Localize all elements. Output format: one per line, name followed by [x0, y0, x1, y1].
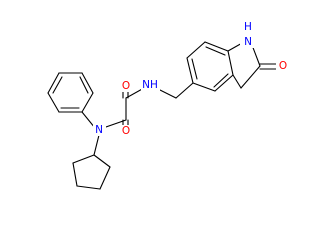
- atom-n-anilide: N: [93, 124, 106, 136]
- nitrogen-label: N: [244, 36, 252, 48]
- atom-h-indoline: H: [241, 20, 254, 33]
- bond-ph-3: [47, 72, 60, 94]
- atom-o-lactam: O: [276, 60, 289, 72]
- bond-c2-c3: [240, 65, 261, 89]
- bond-cp-3: [76, 185, 101, 190]
- bond-ar-6: [192, 82, 216, 92]
- atom-n-amide-nh: NH: [141, 79, 160, 91]
- hydrogen-label: H: [244, 21, 252, 33]
- bond-ar-1: [186, 57, 194, 84]
- bond-n-cp: [93, 134, 100, 156]
- bond-ar-3: [204, 41, 229, 52]
- bond-n-ph: [81, 111, 96, 129]
- bond-cp-5: [93, 154, 111, 168]
- atom-n-indoline: N: [240, 36, 255, 48]
- bond-ar-5: [214, 74, 234, 92]
- atom-label-layer: O O NH N H O N: [93, 20, 289, 137]
- bond-c3-c3a: [232, 74, 242, 89]
- bond-ar-3-inner: [205, 46, 226, 56]
- molecule-diagram: O O NH N H O N: [47, 20, 289, 190]
- bond-ph-2: [47, 92, 60, 113]
- bond-n-c2: [251, 44, 261, 67]
- atom-o-amide-left: O: [119, 80, 132, 92]
- bond-cp-4: [99, 166, 111, 190]
- bond-ar-5-inner: [213, 73, 229, 88]
- bond-ph-5: [81, 72, 94, 94]
- oxygen-label: O: [122, 80, 130, 92]
- nitrogen-label: NH: [142, 79, 158, 91]
- bond-ar-2: [186, 41, 206, 59]
- bond-ar-1-inner: [191, 58, 198, 80]
- nitrogen-label: N: [95, 124, 103, 136]
- bond-ph-3-inner: [52, 76, 63, 94]
- bond-layer: [47, 41, 279, 190]
- bond-ph-6: [81, 92, 94, 113]
- bond-ph-5-inner: [79, 76, 89, 94]
- bond-cp-2: [72, 162, 78, 187]
- oxygen-label: O: [279, 60, 287, 72]
- bond-cp-1: [72, 154, 95, 164]
- bond-ar-4: [227, 50, 234, 76]
- bond-c2-n: [102, 119, 127, 129]
- oxygen-label: O: [122, 125, 130, 137]
- atom-o-amide-right: O: [119, 125, 132, 137]
- bond-ch2-ar: [175, 82, 194, 99]
